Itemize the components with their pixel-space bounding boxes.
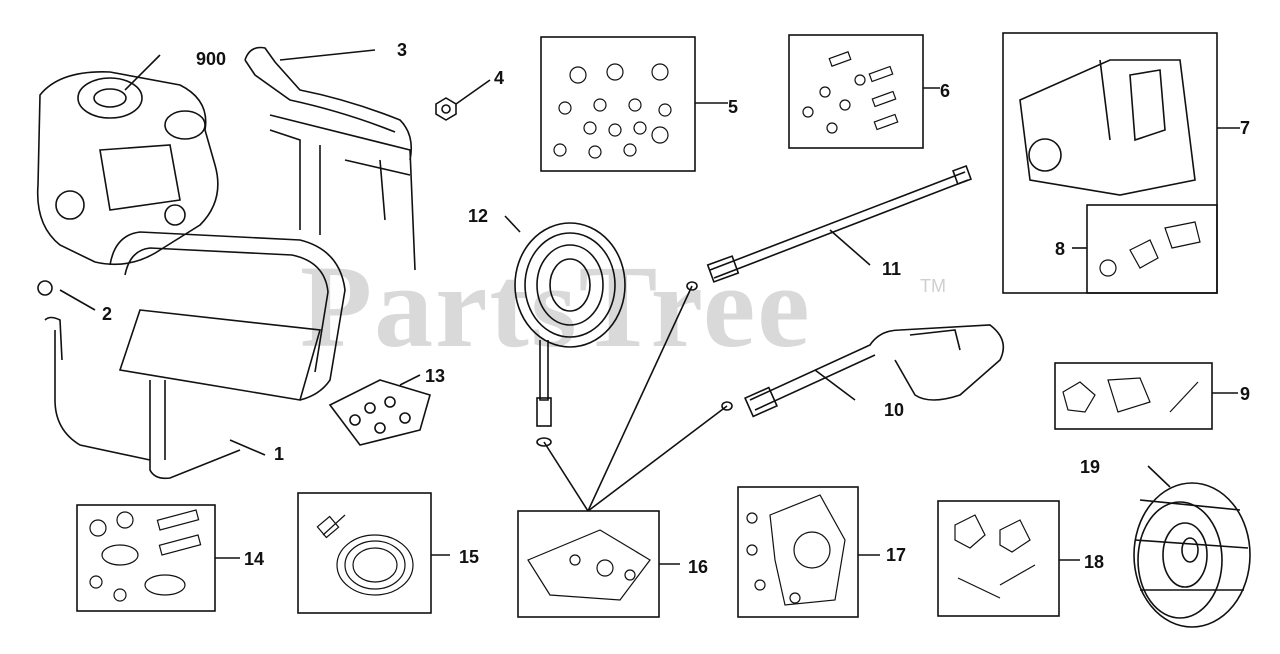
callout-2: 2 — [102, 304, 113, 324]
wheel-part[interactable] — [1133, 465, 1251, 628]
callout-8: 8 — [1055, 239, 1066, 259]
watermark-trademark: TM — [920, 276, 946, 296]
mount-kit-14[interactable] — [76, 504, 240, 612]
fastener-kit-5[interactable] — [540, 36, 728, 172]
pump-kit-7[interactable] — [1002, 32, 1240, 294]
pump-seal-kit-8 — [1086, 204, 1218, 294]
callout-5: 5 — [728, 97, 739, 117]
callout-16: 16 — [688, 557, 709, 577]
callout-9: 9 — [1240, 384, 1251, 404]
engine-part[interactable] — [36, 54, 219, 266]
wheel-hardware-kit-18[interactable] — [937, 500, 1080, 617]
fitting-kit-13[interactable] — [328, 374, 431, 446]
callout-4: 4 — [494, 68, 505, 88]
callout-12: 12 — [468, 206, 489, 226]
grip-kit-9[interactable] — [1054, 362, 1238, 430]
callout-14: 14 — [244, 549, 265, 569]
o-ring-kit-16[interactable] — [517, 285, 728, 618]
callout-1: 1 — [274, 444, 285, 464]
callout-19: 19 — [1080, 457, 1101, 477]
nut-part[interactable] — [435, 79, 491, 121]
callout-7: 7 — [1240, 118, 1251, 138]
handle-part[interactable] — [244, 46, 416, 271]
callout-15: 15 — [459, 547, 480, 567]
bolt-kit-6[interactable] — [788, 34, 940, 149]
chemical-hose-kit-15[interactable] — [297, 492, 450, 614]
callout-11: 11 — [882, 259, 902, 279]
lance-part[interactable] — [686, 165, 972, 291]
callout-10: 10 — [884, 400, 905, 420]
callout-18: 18 — [1084, 552, 1105, 572]
callout-3: 3 — [397, 40, 408, 60]
base-plate-kit-17[interactable] — [737, 486, 880, 618]
callout-900: 900 — [196, 49, 227, 69]
callout-13: 13 — [425, 366, 446, 386]
frame-part[interactable] — [37, 231, 346, 480]
spray-gun-part[interactable] — [721, 324, 1005, 418]
callout-6: 6 — [940, 81, 951, 101]
hose-part[interactable] — [504, 215, 626, 447]
callout-17: 17 — [886, 545, 907, 565]
